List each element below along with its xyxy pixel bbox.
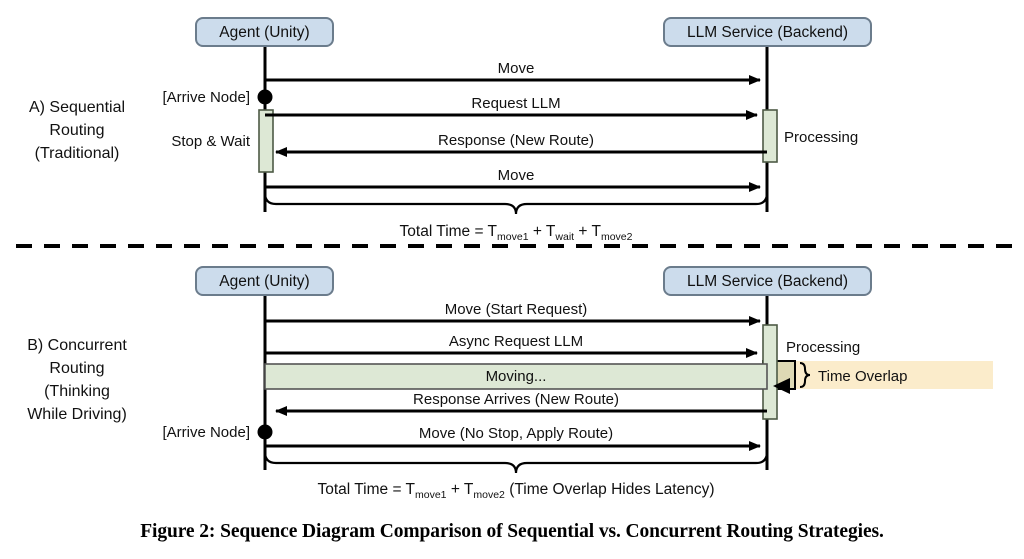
message-a-4-label: Move — [498, 167, 535, 184]
panel-a-label-line-1: A) Sequential — [29, 99, 125, 116]
message-b-3-label: Response Arrives (New Route) — [413, 391, 619, 408]
panel-concurrent: B) Concurrent Routing (Thinking While Dr… — [27, 266, 993, 501]
total-time-formula-b: Total Time = Tmove1 + Tmove2 (Time Overl… — [318, 481, 715, 501]
panel-b-label-line-2: Routing — [49, 360, 104, 377]
panel-sequential: A) Sequential Routing (Traditional) Agen… — [29, 17, 872, 243]
actor-llm-a[interactable]: LLM Service (Backend) — [663, 17, 872, 47]
message-b-4-label: Move (No Stop, Apply Route) — [419, 425, 613, 442]
event-label-arrive-node-a: [Arrive Node] — [162, 89, 250, 106]
total-time-b-sub2: move2 — [473, 489, 505, 501]
panel-b-label-line-3: (Thinking — [44, 383, 110, 400]
total-time-a-prefix: Total Time = T — [400, 223, 498, 240]
total-time-b-suffix: (Time Overlap Hides Latency) — [505, 481, 715, 498]
message-a-2-label: Request LLM — [471, 95, 560, 112]
actor-llm-a-label: LLM Service (Backend) — [687, 24, 848, 41]
actor-llm-b-box — [663, 266, 872, 296]
actor-agent-b-box — [195, 266, 334, 296]
message-b-2-label: Async Request LLM — [449, 333, 583, 350]
actor-agent-a-label: Agent (Unity) — [219, 24, 309, 41]
actor-agent-b-label: Agent (Unity) — [219, 273, 309, 290]
message-a-2: Request LLM — [265, 95, 758, 120]
panel-b-label-line-4: While Driving) — [27, 406, 127, 423]
actor-llm-b-label: LLM Service (Backend) — [687, 273, 848, 290]
panel-b-label-line-1: B) Concurrent — [27, 337, 127, 354]
total-time-b-prefix: Total Time = T — [318, 481, 416, 498]
actor-llm-b[interactable]: LLM Service (Backend) — [663, 266, 872, 296]
actor-agent-a-box — [195, 17, 334, 47]
time-overlap-arrow — [773, 378, 790, 394]
message-a-3: Response (New Route) — [275, 132, 767, 157]
event-marker-arrive-node-a — [257, 89, 273, 105]
brace-total-time-a — [263, 192, 769, 215]
total-time-a-sub2: wait — [554, 231, 574, 243]
panel-a-label-line-3: (Traditional) — [35, 145, 120, 162]
total-time-a-sub1: move1 — [497, 231, 529, 243]
activation-label-stop-wait: Stop & Wait — [171, 133, 250, 150]
actor-llm-a-box — [663, 17, 872, 47]
actor-agent-a[interactable]: Agent (Unity) — [195, 17, 334, 47]
total-time-a-sub3: move2 — [601, 231, 633, 243]
time-overlap-label: Time Overlap — [818, 368, 907, 385]
actor-agent-b[interactable]: Agent (Unity) — [195, 266, 334, 296]
message-a-1-label: Move — [498, 60, 535, 77]
brace-time-overlap — [799, 362, 811, 388]
panel-a-label-line-2: Routing — [49, 122, 104, 139]
activation-llm-processing-a — [762, 109, 778, 163]
message-b-1-label: Move (Start Request) — [445, 301, 588, 318]
message-a-3-label: Response (New Route) — [438, 132, 594, 149]
figure-caption: Figure 2: Sequence Diagram Comparison of… — [140, 521, 884, 542]
brace-total-time-b — [263, 451, 769, 474]
activation-agent-stop-wait — [258, 109, 274, 173]
activation-label-processing-b: Processing — [786, 339, 860, 356]
state-bar-moving — [264, 363, 768, 390]
event-label-arrive-node-b: [Arrive Node] — [162, 424, 250, 441]
activation-label-processing-a: Processing — [784, 129, 858, 146]
total-time-formula-a: Total Time = Tmove1 + Twait + Tmove2 — [400, 223, 633, 243]
message-b-3: Response Arrives (New Route) — [275, 391, 767, 416]
state-bar-moving-label: Moving... — [486, 368, 547, 385]
message-b-2: Async Request LLM — [265, 333, 758, 358]
message-b-1: Move (Start Request) — [265, 301, 761, 326]
message-a-4: Move — [265, 167, 761, 192]
event-marker-arrive-node-b — [257, 424, 273, 440]
message-a-1: Move — [265, 60, 761, 85]
message-b-4: Move (No Stop, Apply Route) — [265, 425, 761, 451]
total-time-b-sub1: move1 — [415, 489, 447, 501]
